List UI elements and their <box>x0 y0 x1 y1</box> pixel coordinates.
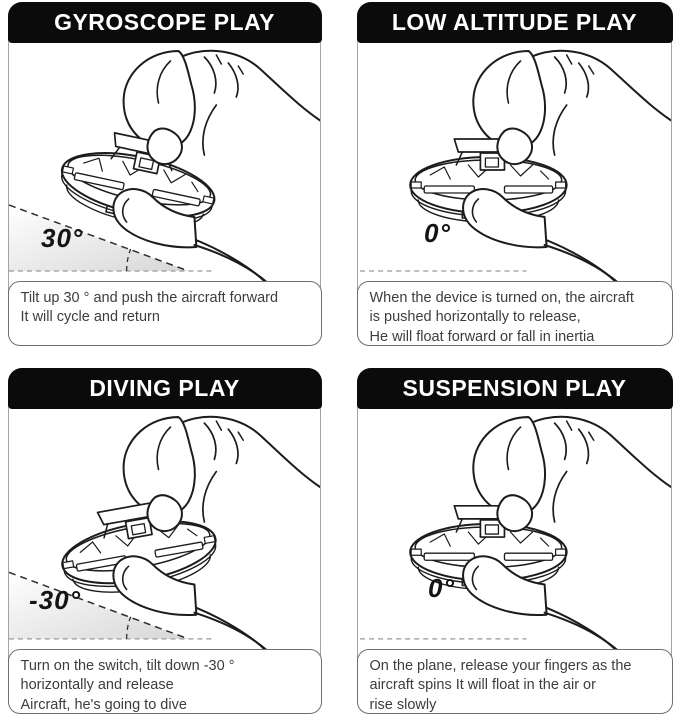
hand-ufo-illustration <box>359 415 671 651</box>
description-line: Aircraft, he's going to dive <box>20 696 187 713</box>
description-line: On the plane, release your fingers as th… <box>369 657 632 674</box>
panel-title-bar: GYROSCOPE PLAY <box>7 1 322 43</box>
description-line: horizontally and release <box>20 677 174 693</box>
panel-title-bar: DIVING PLAY <box>7 367 322 409</box>
panel-low-altitude-play: LOW ALTITUDE PLAY 0° When the device is … <box>356 1 673 346</box>
panel-suspension-play: SUSPENSION PLAY 0° On the plane, release… <box>356 367 673 714</box>
illustration-area: 0° <box>358 409 671 651</box>
description-line: is pushed horizontally to release, <box>369 309 581 325</box>
panel-gyroscope-play: GYROSCOPE PLAY 30° Tilt up 30 ° and push… <box>7 1 322 346</box>
panel-title: LOW ALTITUDE PLAY <box>391 8 638 35</box>
description-box: Turn on the switch, tilt down -30 ° hori… <box>7 648 322 714</box>
hand-ufo-illustration <box>359 49 671 283</box>
illustration-area: -30° <box>9 409 320 651</box>
panel-title-bar: SUSPENSION PLAY <box>356 367 673 409</box>
illustration-area: 0° <box>358 43 671 283</box>
panel-title-bar: LOW ALTITUDE PLAY <box>356 1 673 43</box>
panel-title: DIVING PLAY <box>89 374 240 401</box>
panel-title: GYROSCOPE PLAY <box>54 8 275 35</box>
angle-label: 0° <box>424 218 451 248</box>
description-line: Tilt up 30 ° and push the aircraft forwa… <box>20 289 279 306</box>
description-box: Tilt up 30 ° and push the aircraft forwa… <box>7 280 322 346</box>
panel-diving-play: DIVING PLAY -30° Turn on the switch, til… <box>7 367 322 714</box>
description-line: When the device is turned on, the aircra… <box>369 289 634 306</box>
description-box: On the plane, release your fingers as th… <box>356 648 673 714</box>
description-line: rise slowly <box>369 696 437 713</box>
description-line: He will float forward or fall in inertia <box>369 328 595 345</box>
description-line: aircraft spins It will float in the air … <box>369 677 596 693</box>
description-box: When the device is turned on, the aircra… <box>356 280 673 346</box>
panel-title: SUSPENSION PLAY <box>402 374 627 401</box>
angle-label: 30° <box>41 223 84 253</box>
angle-label: -30° <box>29 585 81 615</box>
description-line: Turn on the switch, tilt down -30 ° <box>20 657 235 674</box>
description-line: It will cycle and return <box>20 309 160 325</box>
angle-label: 0° <box>428 573 455 603</box>
illustration-area: 30° <box>9 43 320 283</box>
